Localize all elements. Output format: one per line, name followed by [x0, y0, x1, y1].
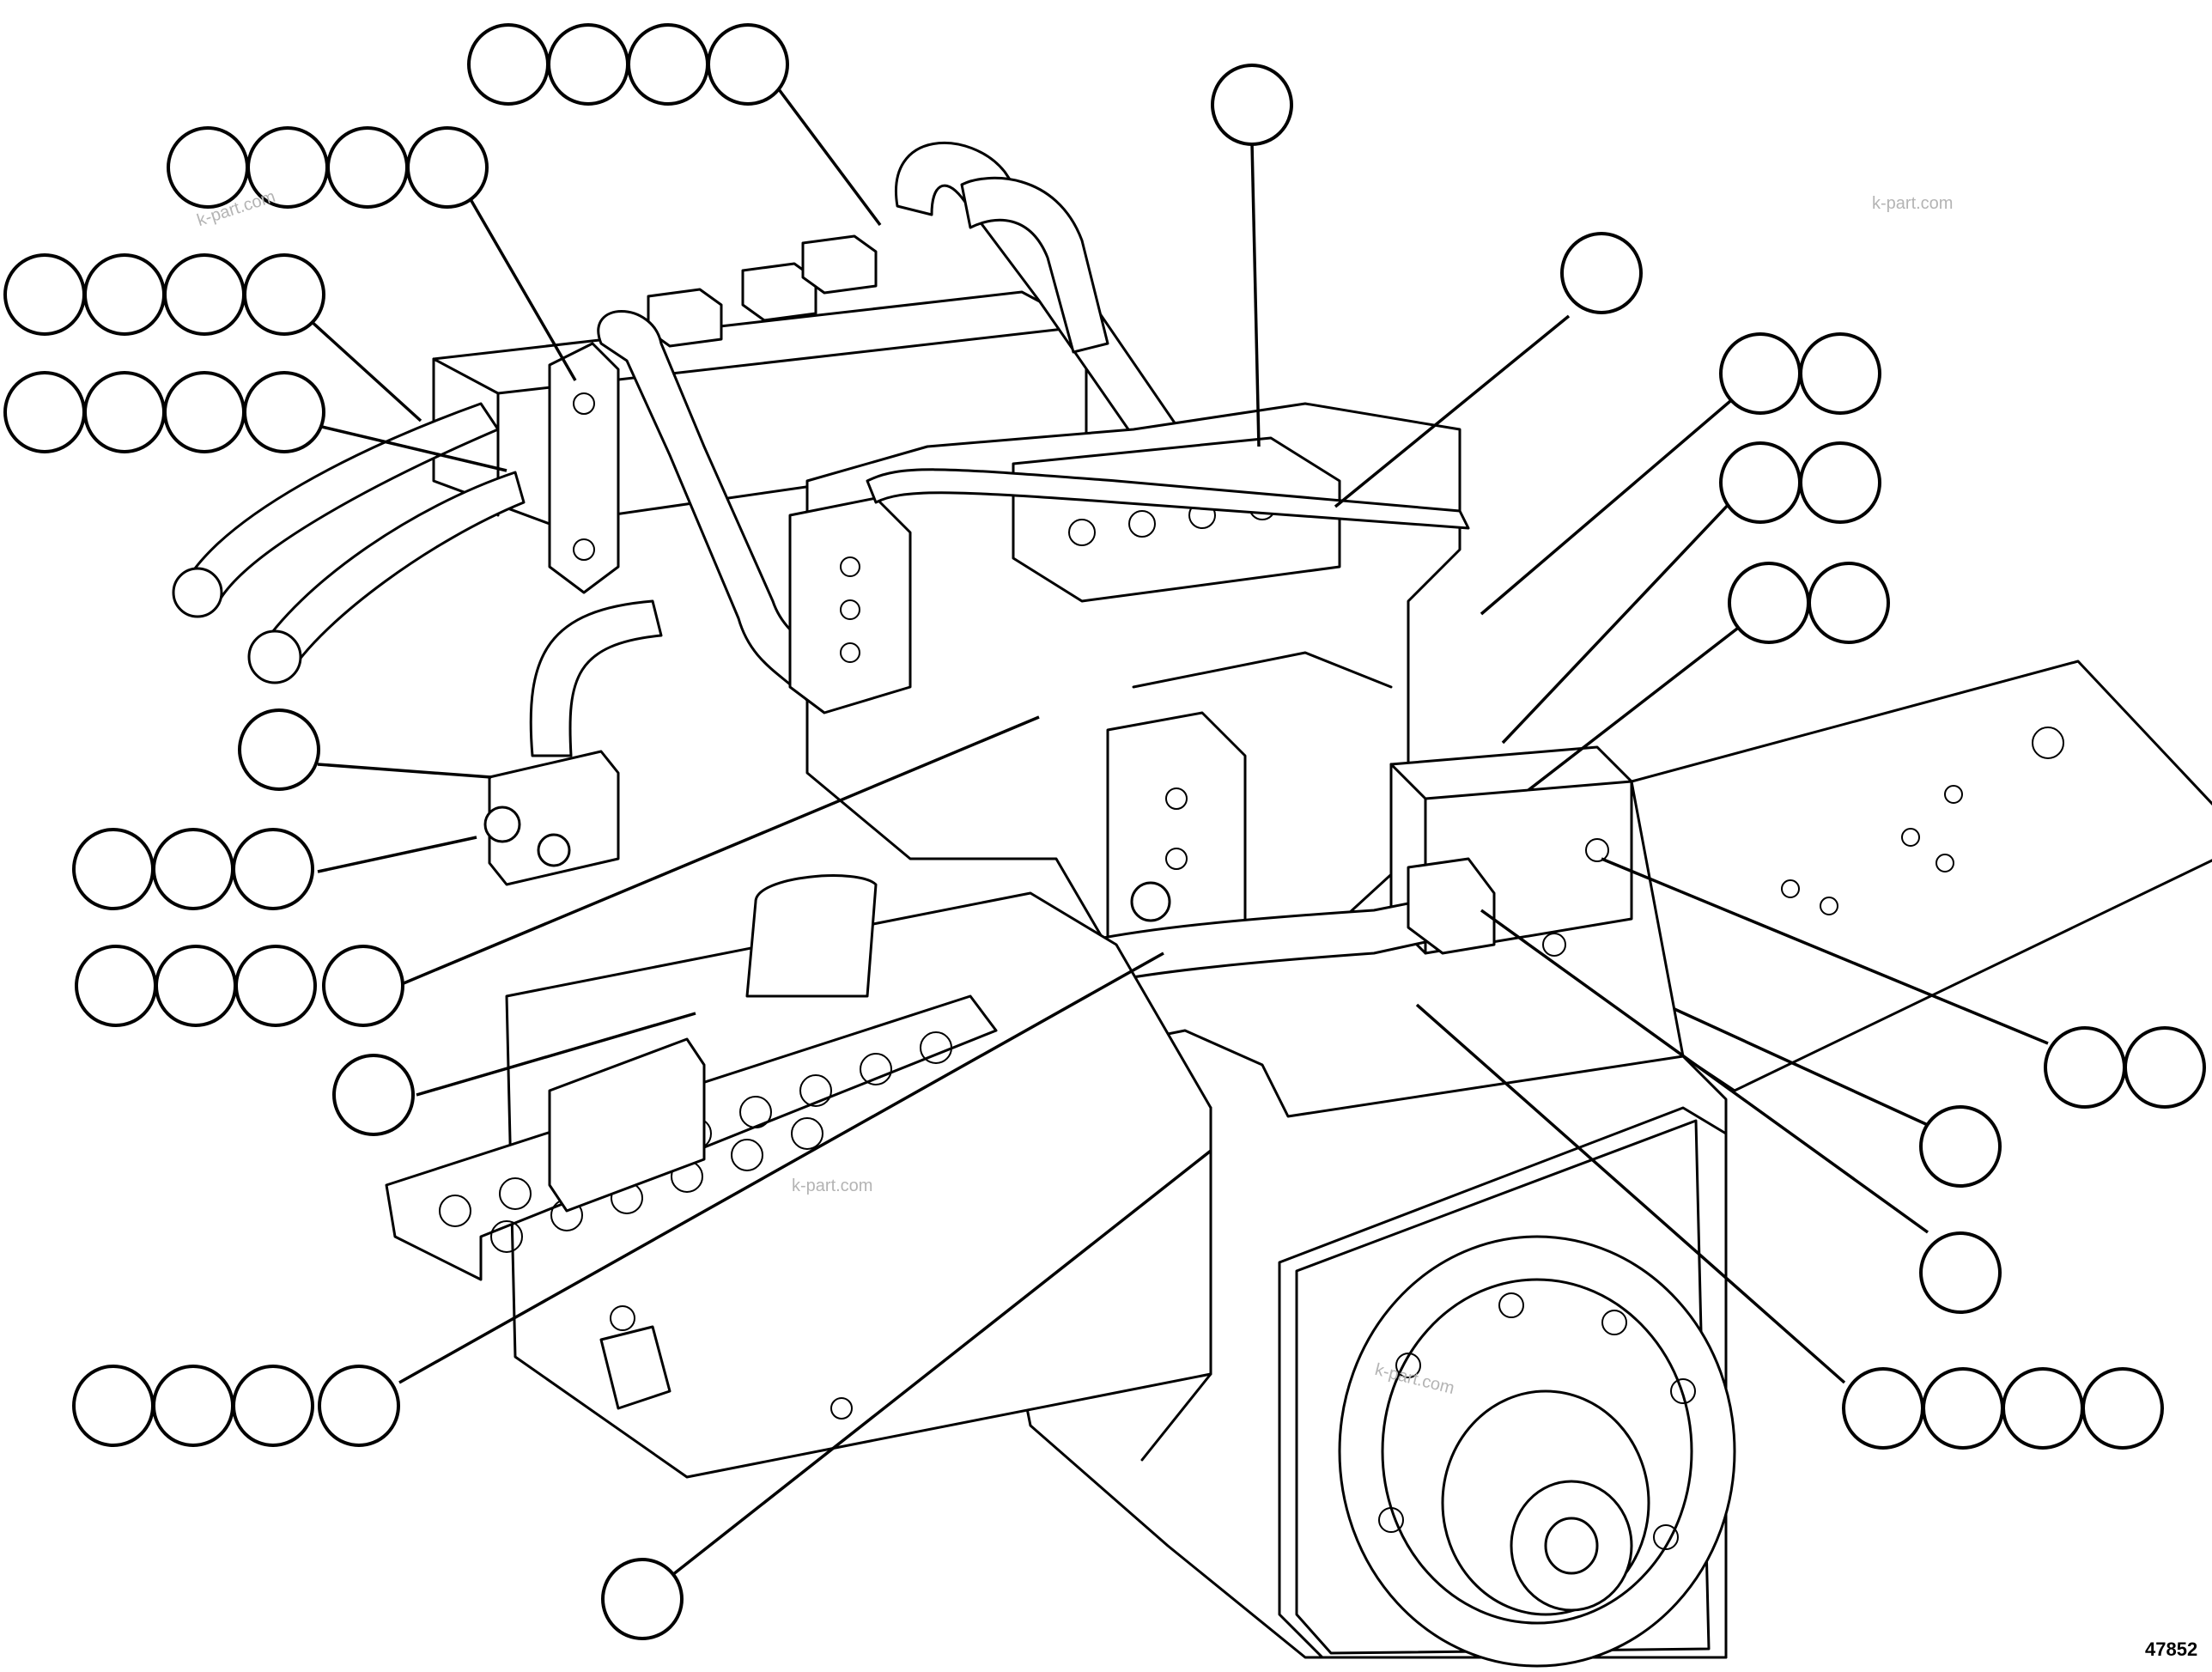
- leader-line: [403, 715, 1040, 985]
- callout-bubble[interactable]: [1560, 232, 1643, 314]
- callout-bubble[interactable]: [232, 828, 314, 910]
- callout-bubble[interactable]: [1919, 1105, 2002, 1188]
- callout-bubble[interactable]: [163, 253, 246, 336]
- leader-line: [1415, 1003, 1846, 1384]
- callout-bubble[interactable]: [152, 828, 234, 910]
- callout-group-c19: [1919, 1231, 2002, 1314]
- leader-line: [1250, 142, 1261, 447]
- callout-bubble[interactable]: [406, 126, 489, 209]
- callout-bubble[interactable]: [3, 253, 86, 336]
- callout-bubble[interactable]: [167, 126, 249, 209]
- callout-bubble[interactable]: [601, 1558, 684, 1640]
- callout-group-c16: [601, 1558, 684, 1640]
- callout-group-c01: [467, 23, 789, 106]
- callout-bubble[interactable]: [1842, 1367, 1924, 1450]
- callout-group-c18: [1919, 1105, 2002, 1188]
- callout-bubble[interactable]: [2002, 1367, 2084, 1450]
- figure-number: 47852: [2145, 1639, 2198, 1660]
- leader-line: [321, 425, 507, 472]
- leader-line: [1527, 612, 1758, 792]
- callout-group-c08: [1719, 332, 1881, 415]
- callout-bubble[interactable]: [707, 23, 789, 106]
- callout-bubble[interactable]: [332, 1054, 415, 1136]
- callout-bubble[interactable]: [234, 945, 317, 1027]
- callout-group-c15: [72, 1365, 400, 1447]
- leader-line: [466, 194, 577, 381]
- callout-group-c20: [1842, 1367, 2164, 1450]
- leader-line: [767, 74, 882, 227]
- callout-bubble[interactable]: [1922, 1367, 2004, 1450]
- callout-bubble[interactable]: [467, 23, 550, 106]
- callout-group-c14: [332, 1054, 415, 1136]
- leader-line: [1480, 909, 1929, 1234]
- callout-group-c04: [3, 371, 325, 453]
- leader-line: [1501, 483, 1749, 745]
- callout-bubble[interactable]: [238, 708, 320, 791]
- callout-group-c02: [167, 126, 489, 209]
- callout-bubble[interactable]: [83, 253, 166, 336]
- leader-line: [1601, 857, 2049, 1045]
- leader-line: [317, 763, 492, 779]
- callout-bubble[interactable]: [3, 371, 86, 453]
- callout-bubble[interactable]: [1728, 562, 1810, 644]
- callout-bubble[interactable]: [2044, 1026, 2126, 1109]
- callout-bubble[interactable]: [1799, 332, 1881, 415]
- callout-bubble[interactable]: [232, 1365, 314, 1447]
- callout-bubble[interactable]: [1799, 441, 1881, 524]
- callout-bubble[interactable]: [243, 371, 325, 453]
- callout-bubble[interactable]: [1808, 562, 1890, 644]
- callout-bubble[interactable]: [152, 1365, 234, 1447]
- callout-group-c13: [75, 945, 404, 1027]
- leader-line: [1334, 314, 1571, 508]
- callout-bubble[interactable]: [322, 945, 404, 1027]
- callout-bubbles: [3, 23, 2206, 1640]
- watermark-text: k-part.com: [1872, 194, 1954, 213]
- callout-bubble[interactable]: [547, 23, 629, 106]
- callout-group-c12: [72, 828, 314, 910]
- callout-bubble[interactable]: [1719, 332, 1802, 415]
- callout-bubble[interactable]: [627, 23, 709, 106]
- callout-bubble[interactable]: [2124, 1026, 2206, 1109]
- callout-bubble[interactable]: [318, 1365, 400, 1447]
- leader-line: [398, 952, 1164, 1384]
- callout-group-c11: [238, 708, 320, 791]
- leader-line: [317, 836, 477, 873]
- leader-line: [307, 318, 422, 423]
- callout-bubble[interactable]: [2081, 1367, 2164, 1450]
- leader-line: [1674, 1007, 1929, 1127]
- callout-bubble[interactable]: [1719, 441, 1802, 524]
- callout-group-c17: [2044, 1026, 2206, 1109]
- leader-line: [416, 1012, 696, 1097]
- callout-bubble[interactable]: [1211, 64, 1293, 146]
- callout-bubble[interactable]: [163, 371, 246, 453]
- callout-bubble[interactable]: [72, 828, 155, 910]
- callout-bubble[interactable]: [243, 253, 325, 336]
- callout-bubble[interactable]: [75, 945, 157, 1027]
- callout-bubble[interactable]: [83, 371, 166, 453]
- callout-bubble[interactable]: [72, 1365, 155, 1447]
- callout-group-c03: [3, 253, 325, 336]
- leader-lines: [307, 74, 2049, 1599]
- callout-bubble[interactable]: [155, 945, 237, 1027]
- callout-bubble[interactable]: [1919, 1231, 2002, 1314]
- callout-group-c07: [1560, 232, 1643, 314]
- callout-bubble[interactable]: [326, 126, 409, 209]
- callout-group-c09: [1719, 441, 1881, 524]
- callout-group-c06: [1211, 64, 1293, 146]
- callout-group-c10: [1728, 562, 1890, 644]
- watermark-text: k-part.com: [792, 1176, 873, 1195]
- hydraulic-pump-assembly-drawing: [172, 141, 2212, 1668]
- leader-line: [642, 1149, 1212, 1599]
- leader-line: [1480, 385, 1749, 616]
